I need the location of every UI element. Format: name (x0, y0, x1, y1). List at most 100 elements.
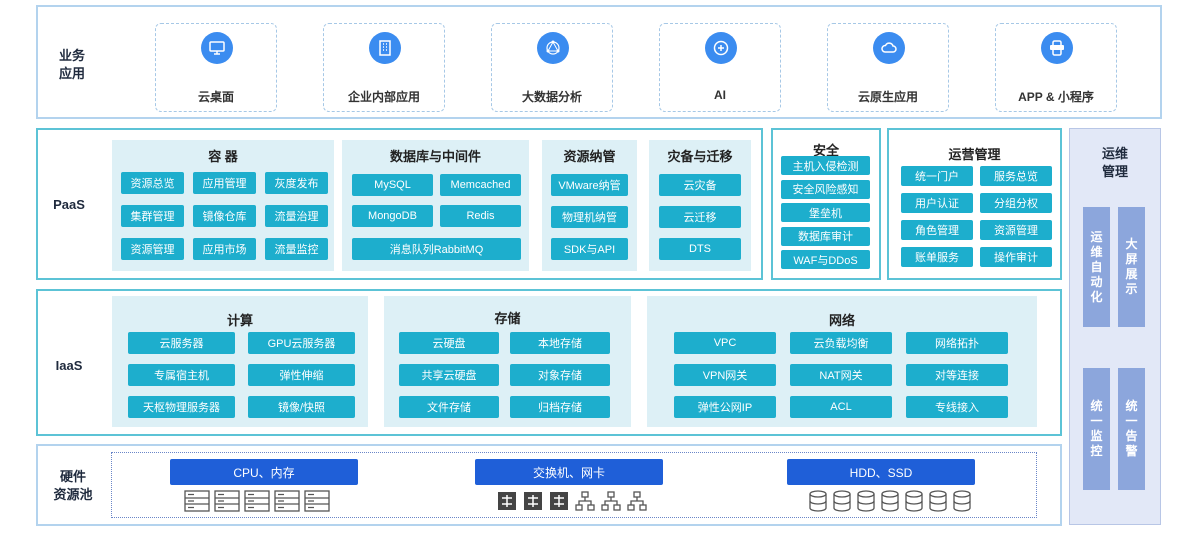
disk-icon (928, 490, 948, 512)
security-chip[interactable]: 数据库审计 (781, 226, 870, 246)
database-chip[interactable]: Memcached (440, 174, 521, 196)
server-icons (184, 490, 330, 512)
desktop-icon (201, 32, 233, 64)
building-icon (369, 32, 401, 64)
container-title: 容 器 (208, 149, 238, 164)
compute-title: 计算 (226, 313, 253, 328)
storage-chip[interactable]: 归档存储 (510, 396, 610, 418)
switch-icon (548, 490, 570, 512)
network-chip[interactable]: 弹性公网IP (674, 396, 776, 418)
app-card[interactable]: 云桌面 (155, 23, 277, 112)
ops-title: 运维 管理 (1070, 145, 1160, 181)
ops-chip[interactable]: 统一监控 (1083, 368, 1110, 490)
app-card[interactable]: 云原生应用 (827, 23, 949, 112)
compute-chip[interactable]: GPU云服务器 (248, 332, 355, 354)
network-chip[interactable]: 云负载均衡 (790, 332, 892, 354)
business-layer-title: 业务 应用 (52, 47, 92, 83)
network-chip[interactable]: 专线接入 (906, 396, 1008, 418)
operation-title: 运营管理 (948, 147, 1001, 162)
network-chip[interactable]: 对等连接 (906, 364, 1008, 386)
disaster-chip[interactable]: DTS (659, 238, 741, 260)
database-chip[interactable]: MongoDB (352, 205, 433, 227)
storage-chip[interactable]: 云硬盘 (399, 332, 499, 354)
network-chip[interactable]: ACL (790, 396, 892, 418)
app-card[interactable]: 企业内部应用 (323, 23, 445, 112)
security-chip[interactable]: 堡垒机 (781, 203, 870, 222)
network-chip[interactable]: 网络拓扑 (906, 332, 1008, 354)
app-card[interactable]: APP & 小程序 (995, 23, 1117, 112)
app-card[interactable]: AI (659, 23, 781, 112)
disk-icon (952, 490, 972, 512)
database-chip[interactable]: MySQL (352, 174, 433, 196)
operation-chip[interactable]: 角色管理 (901, 220, 973, 240)
storage-chip[interactable]: 对象存储 (510, 364, 610, 386)
container-chip[interactable]: 资源管理 (121, 238, 184, 260)
container-chip[interactable]: 流量监控 (265, 238, 328, 260)
operation-chip[interactable]: 用户认证 (901, 193, 973, 213)
ops-chip[interactable]: 统一告警 (1118, 368, 1145, 490)
disaster-chip[interactable]: 云迁移 (659, 206, 741, 228)
compute-chip[interactable]: 专属宿主机 (128, 364, 235, 386)
network-icon (537, 32, 569, 64)
resource-chip[interactable]: SDK与API (551, 238, 628, 260)
container-chip[interactable]: 资源总览 (121, 172, 184, 194)
business-layer-label: 业务 应用 (58, 48, 85, 81)
app-label: 云原生应用 (857, 90, 918, 104)
container-chip[interactable]: 集群管理 (121, 205, 184, 227)
switch-icon (496, 490, 518, 512)
network-title: 网络 (828, 313, 855, 328)
container-chip[interactable]: 灰度发布 (265, 172, 328, 194)
compute-chip[interactable]: 云服务器 (128, 332, 235, 354)
operation-chip[interactable]: 操作审计 (980, 247, 1052, 267)
container-chip[interactable]: 应用市场 (193, 238, 256, 260)
security-chip[interactable]: WAF与DDoS (781, 250, 870, 269)
network-chip[interactable]: VPN网关 (674, 364, 776, 386)
container-chip[interactable]: 流量治理 (265, 205, 328, 227)
brain-icon (705, 32, 737, 64)
ops-title-label: 运维 管理 (1101, 146, 1128, 179)
operation-chip[interactable]: 分组分权 (980, 193, 1052, 213)
server-icon (184, 490, 210, 512)
network-chip[interactable]: VPC (674, 332, 776, 354)
disk-icon (808, 490, 828, 512)
container-chip[interactable]: 应用管理 (193, 172, 256, 194)
server-icon (244, 490, 270, 512)
database-chip[interactable]: Redis (440, 205, 521, 227)
ops-chip[interactable]: 运维自动化 (1083, 207, 1110, 327)
compute-chip[interactable]: 弹性伸缩 (248, 364, 355, 386)
security-chip[interactable]: 主机入侵检测 (781, 156, 870, 175)
operation-chip[interactable]: 统一门户 (901, 166, 973, 186)
cpu-memory-bar: CPU、内存 (170, 459, 358, 485)
hardware-layer-label: 硬件 资源池 (53, 469, 93, 502)
storage-chip[interactable]: 文件存储 (399, 396, 499, 418)
network-card-icon (600, 490, 622, 512)
security-chip[interactable]: 安全风险感知 (781, 179, 870, 199)
storage-chip[interactable]: 本地存储 (510, 332, 610, 354)
disaster-chip[interactable]: 云灾备 (659, 174, 741, 196)
disk-icon (856, 490, 876, 512)
storage-chip[interactable]: 共享云硬盘 (399, 364, 499, 386)
compute-chip[interactable]: 镜像/快照 (248, 396, 355, 418)
ops-chip[interactable]: 大屏展示 (1118, 207, 1145, 327)
mobile-app-icon (1041, 32, 1073, 64)
resource-chip[interactable]: VMware纳管 (551, 174, 628, 196)
server-icon (214, 490, 240, 512)
security-title: 安全 (812, 143, 839, 158)
network-card-icon (574, 490, 596, 512)
switch-icon (522, 490, 544, 512)
app-card[interactable]: 大数据分析 (491, 23, 613, 112)
storage-title: 存储 (494, 311, 521, 326)
disk-icons (808, 490, 972, 512)
compute-chip[interactable]: 天枢物理服务器 (128, 396, 235, 418)
app-label: 云桌面 (197, 90, 234, 104)
network-chip[interactable]: NAT网关 (790, 364, 892, 386)
resource-chip[interactable]: 物理机纳管 (551, 206, 628, 228)
hardware-layer: 硬件 资源池 (36, 444, 1062, 526)
server-icon (274, 490, 300, 512)
database-chip[interactable]: 消息队列RabbitMQ (352, 238, 521, 260)
operation-chip[interactable]: 服务总览 (980, 166, 1052, 186)
operation-chip[interactable]: 资源管理 (980, 220, 1052, 240)
app-label: 大数据分析 (521, 90, 582, 104)
container-chip[interactable]: 镜像仓库 (193, 205, 256, 227)
operation-chip[interactable]: 账单服务 (901, 247, 973, 267)
